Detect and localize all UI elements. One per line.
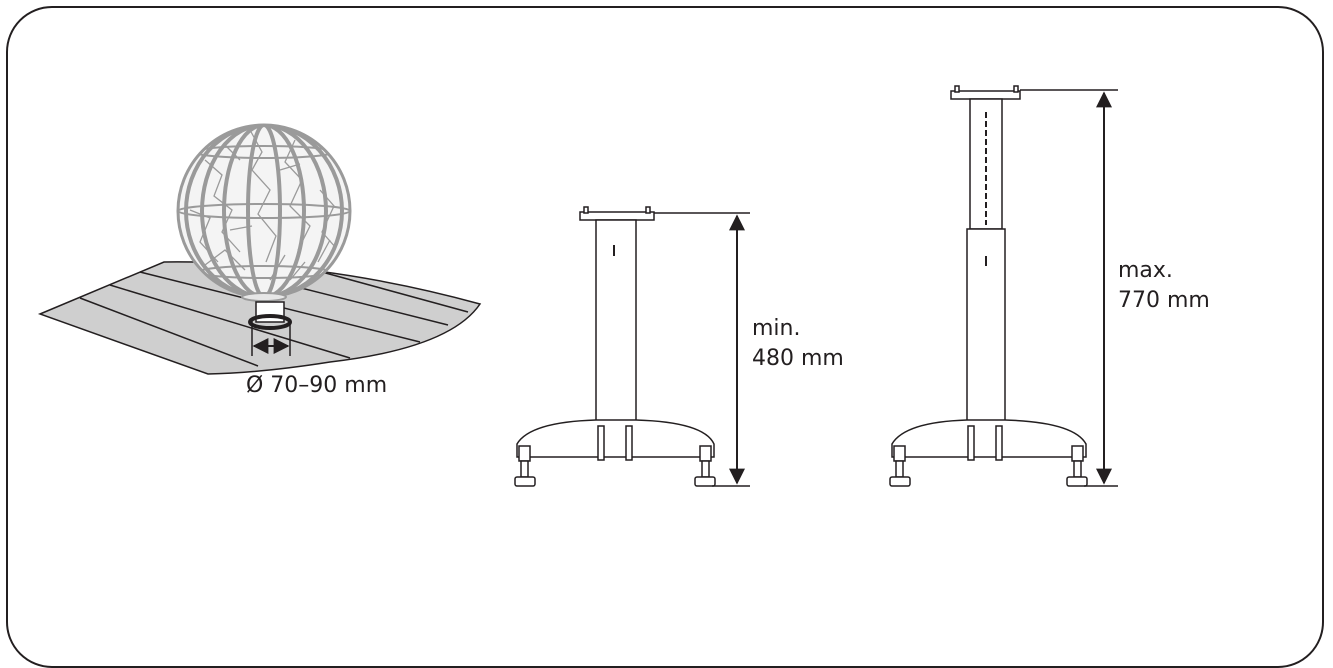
- stand-max-height: [889, 85, 1088, 487]
- max-height-value: 770 mm: [1118, 288, 1210, 313]
- min-height-label: min. 480 mm: [752, 314, 844, 374]
- stand-min-height: [514, 206, 716, 487]
- floor-hole-pipe: [248, 301, 292, 356]
- max-height-label: max. 770 mm: [1118, 256, 1210, 316]
- min-height-value: 480 mm: [752, 346, 844, 371]
- max-height-word: max.: [1118, 258, 1173, 283]
- dimension-max: [1020, 89, 1118, 487]
- sauna-heater-globe: [176, 123, 352, 302]
- dimension-min: [654, 212, 750, 487]
- min-height-word: min.: [752, 316, 801, 341]
- diameter-label: Ø 70–90 mm: [246, 373, 388, 398]
